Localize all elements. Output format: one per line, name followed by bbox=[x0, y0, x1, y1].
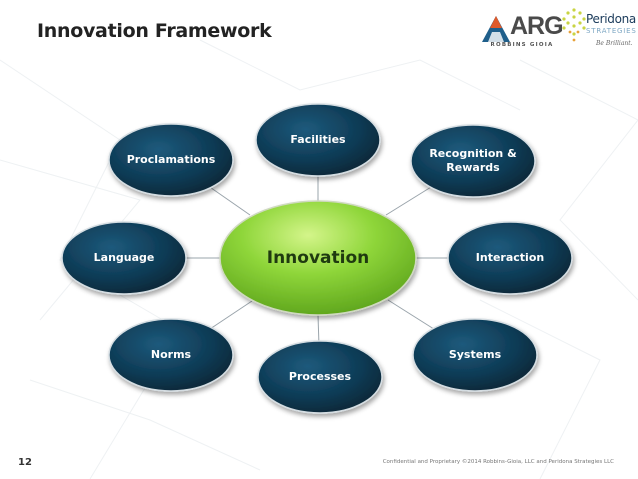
peridona-name: Peridona bbox=[586, 12, 636, 26]
innovation-center-ellipse bbox=[219, 200, 417, 316]
systems-label: Systems bbox=[448, 348, 502, 361]
innovation-center-label: Innovation bbox=[266, 248, 370, 268]
peridona-dots-icon bbox=[562, 8, 586, 42]
footer-copyright: Confidential and Proprietary ©2014 Robbi… bbox=[382, 459, 614, 465]
arg-letters: ARG bbox=[510, 12, 564, 40]
norms-label: Norms bbox=[150, 348, 192, 361]
recognition-rewards-node bbox=[410, 124, 536, 198]
arg-subtitle: ROBBINS GIOIA bbox=[490, 42, 554, 48]
peridona-tagline: Be Brilliant. bbox=[596, 40, 633, 47]
norms-node bbox=[108, 318, 234, 392]
peridona-strategies: STRATEGIES bbox=[586, 27, 637, 35]
peridona-logo: Peridona STRATEGIES Be Brilliant. bbox=[560, 2, 638, 62]
language-label: Language bbox=[93, 251, 155, 264]
processes-label: Processes bbox=[288, 370, 352, 383]
page-number: 12 bbox=[18, 457, 32, 468]
systems-node bbox=[412, 318, 538, 392]
interaction-label: Interaction bbox=[475, 251, 545, 264]
facilities-node bbox=[255, 103, 381, 177]
processes-node bbox=[257, 340, 383, 414]
proclamations-label: Proclamations bbox=[126, 153, 216, 166]
recognition-rewards-label: Recognition & Rewards bbox=[429, 147, 517, 174]
arg-logo-icon bbox=[482, 16, 510, 42]
slide-title: Innovation Framework bbox=[37, 20, 272, 42]
proclamations-node bbox=[108, 123, 234, 197]
interaction-node bbox=[447, 221, 573, 295]
language-node bbox=[61, 221, 187, 295]
robbins-gioia-logo: ARG ROBBINS GIOIA bbox=[482, 12, 564, 56]
facilities-label: Facilities bbox=[290, 133, 346, 146]
